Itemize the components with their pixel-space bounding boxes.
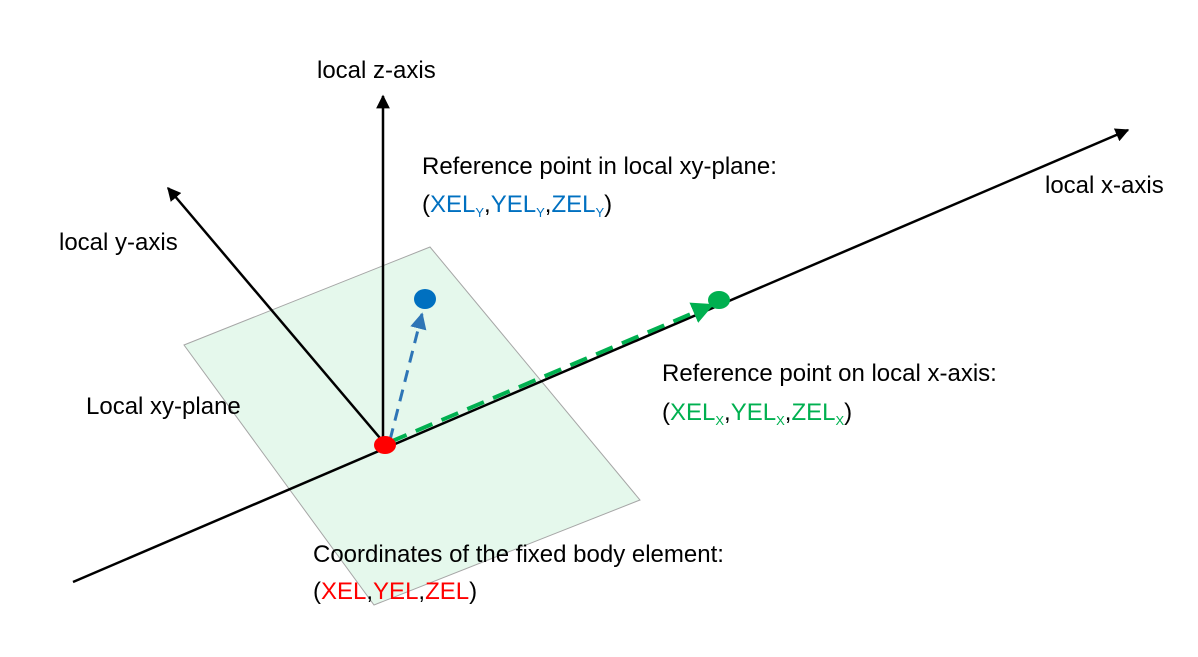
ref-y-y: YEL: [490, 191, 537, 218]
ref-x-y-sub: X: [776, 413, 785, 428]
ref-y-x-sub: Y: [475, 205, 485, 220]
ref-y-z: ZEL: [551, 191, 596, 218]
ref-y-y-sub: Y: [536, 205, 545, 220]
x-axis-label: local x-axis: [1045, 172, 1164, 199]
z-axis-label: local z-axis: [317, 57, 436, 84]
ref-y-x: XEL: [430, 191, 476, 218]
xy-plane-label: Local xy-plane: [86, 393, 241, 420]
ref-x-point: [708, 291, 730, 309]
ref-x-close: ): [844, 399, 853, 426]
ref-y-open: (: [422, 191, 430, 218]
ref-x-z: ZEL: [791, 399, 836, 426]
origin-point: [374, 436, 396, 454]
fixed-x: XEL: [321, 578, 367, 605]
local-xy-plane: [183, 246, 641, 606]
ref-y-coordinates: (XELY,YELY,ZELY): [422, 191, 612, 219]
fixed-comma-2: ,: [418, 578, 426, 605]
local-y-axis-line: [167, 186, 386, 445]
fixed-y: YEL: [373, 578, 419, 605]
ref-y-point: [414, 289, 436, 309]
ref-x-coordinates: (XELX,YELX,ZELX): [662, 399, 852, 427]
ref-y-z-sub: Y: [595, 205, 605, 220]
ref-x-x: XEL: [670, 399, 716, 426]
local-x-axis-line: [72, 128, 1130, 584]
ref-y-comma-2: ,: [544, 191, 552, 218]
fixed-open: (: [313, 578, 321, 605]
ref-x-y: YEL: [730, 399, 777, 426]
ref-x-title: Reference point on local x-axis:: [662, 360, 997, 387]
fixed-title: Coordinates of the fixed body element:: [313, 541, 724, 568]
fixed-comma-1: ,: [366, 578, 374, 605]
ref-y-title: Reference point in local xy-plane:: [422, 153, 777, 180]
ref-y-comma-1: ,: [484, 191, 491, 218]
fixed-close: ): [469, 578, 478, 605]
ref-x-comma-2: ,: [784, 399, 792, 426]
ref-x-z-sub: X: [835, 413, 845, 428]
y-axis-label: local y-axis: [59, 229, 178, 256]
ref-x-comma-1: ,: [724, 399, 731, 426]
ref-x-x-sub: X: [715, 413, 725, 428]
ref-y-close: ): [604, 191, 613, 218]
ref-y-vector: [388, 312, 427, 441]
fixed-coordinates: (XEL,YEL,ZEL): [313, 578, 477, 606]
ref-x-open: (: [662, 399, 670, 426]
fixed-z: ZEL: [425, 578, 470, 605]
ref-x-vector: [389, 302, 715, 444]
